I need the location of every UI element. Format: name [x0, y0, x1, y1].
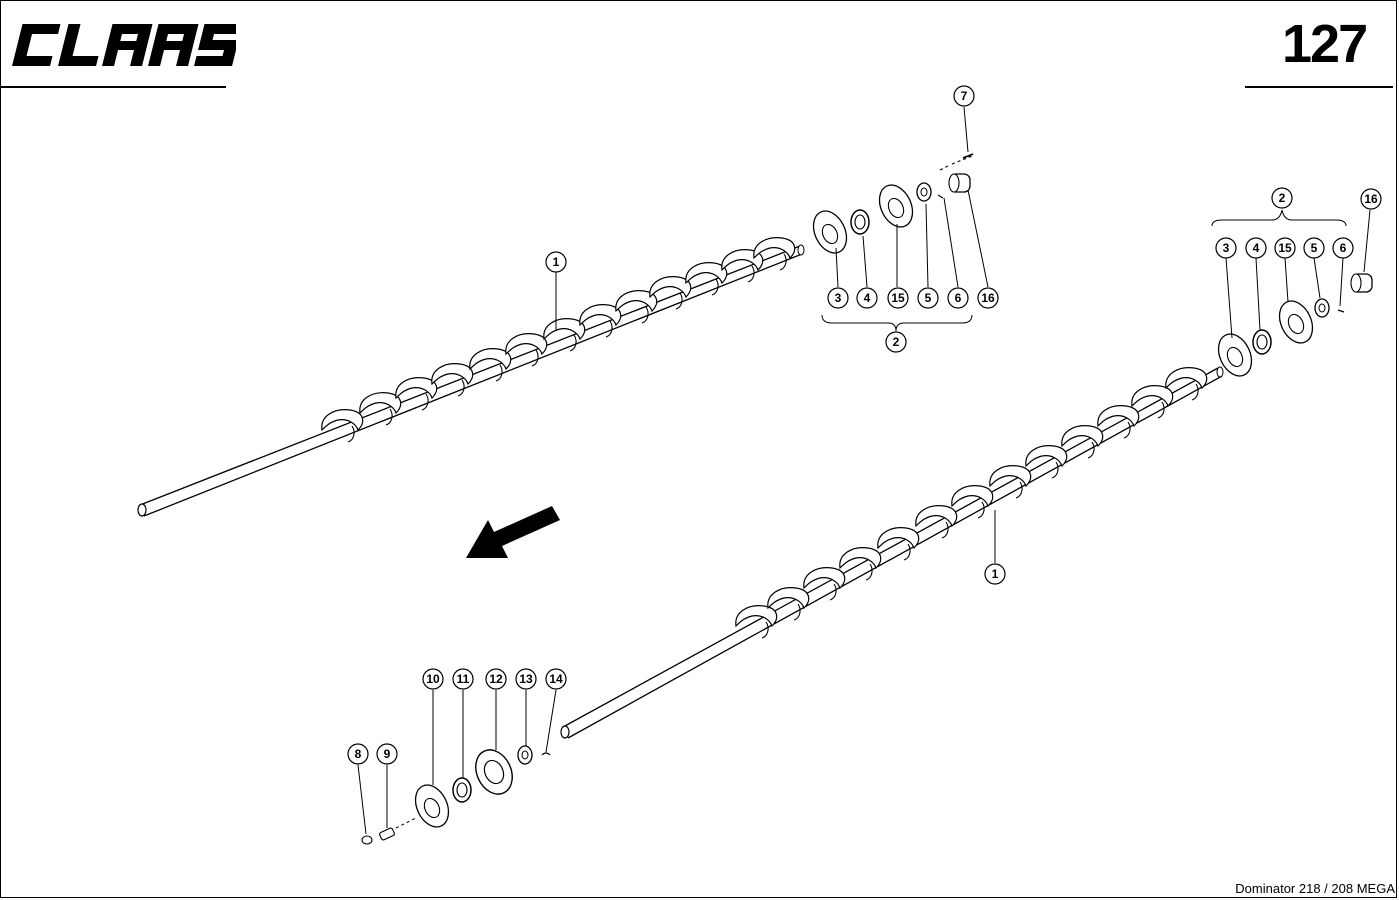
model-label: Dominator 218 / 208 MEGA	[1235, 881, 1395, 896]
callout-7: 7	[953, 85, 975, 107]
svg-text:3: 3	[1223, 241, 1230, 255]
callout-2a: 2	[885, 331, 907, 353]
claas-logo-icon	[12, 24, 243, 66]
svg-text:5: 5	[925, 291, 932, 305]
svg-text:1: 1	[992, 567, 999, 581]
claas-logo	[6, 18, 243, 70]
direction-arrow-icon	[466, 506, 560, 558]
callout-5a: 5	[917, 287, 939, 309]
callout-9: 9	[376, 743, 398, 765]
svg-text:6: 6	[955, 291, 962, 305]
svg-text:15: 15	[1278, 241, 1292, 255]
callout-11: 11	[452, 668, 474, 690]
callout-3a: 3	[827, 287, 849, 309]
svg-text:6: 6	[1340, 241, 1347, 255]
svg-text:4: 4	[1253, 241, 1260, 255]
callout-1a: 1	[545, 251, 567, 273]
svg-text:13: 13	[519, 672, 533, 686]
callout-15b: 15	[1274, 237, 1296, 259]
svg-text:7: 7	[961, 89, 968, 103]
svg-text:8: 8	[355, 747, 362, 761]
callout-13: 13	[515, 668, 537, 690]
callout-8: 8	[347, 743, 369, 765]
svg-text:2: 2	[893, 335, 900, 349]
leader-lines	[357, 106, 1371, 835]
svg-text:16: 16	[981, 291, 995, 305]
svg-text:12: 12	[489, 672, 503, 686]
svg-text:10: 10	[426, 672, 440, 686]
svg-text:9: 9	[384, 747, 391, 761]
callout-5b: 5	[1303, 237, 1325, 259]
svg-text:2: 2	[1279, 191, 1286, 205]
callout-14: 14	[545, 668, 567, 690]
callout-4b: 4	[1245, 237, 1267, 259]
callout-12: 12	[485, 668, 507, 690]
callout-16b: 16	[1360, 188, 1382, 210]
svg-text:14: 14	[549, 672, 563, 686]
lower-left-bearing-parts	[361, 745, 551, 845]
svg-text:4: 4	[864, 291, 871, 305]
callout-15a: 15	[887, 287, 909, 309]
callout-6a: 6	[947, 287, 969, 309]
page-number: 127	[1282, 14, 1368, 74]
svg-text:3: 3	[835, 291, 842, 305]
svg-text:11: 11	[457, 672, 470, 686]
header-rule-right	[1245, 86, 1393, 88]
callout-4a: 4	[856, 287, 878, 309]
svg-text:1: 1	[553, 255, 560, 269]
callout-10: 10	[422, 668, 444, 690]
upper-bearing-parts	[812, 153, 974, 254]
auger-shaft-lower	[560, 366, 1224, 739]
callout-1b: 1	[984, 563, 1006, 585]
callout-2b: 2	[1271, 187, 1293, 209]
svg-text:5: 5	[1311, 241, 1318, 255]
lower-right-bearing-parts	[1217, 273, 1373, 377]
svg-text:16: 16	[1364, 192, 1378, 206]
header-rule-left	[0, 86, 226, 88]
svg-text:15: 15	[891, 291, 905, 305]
callout-3b: 3	[1215, 237, 1237, 259]
callout-6b: 6	[1332, 237, 1354, 259]
callout-16a: 16	[977, 287, 999, 309]
